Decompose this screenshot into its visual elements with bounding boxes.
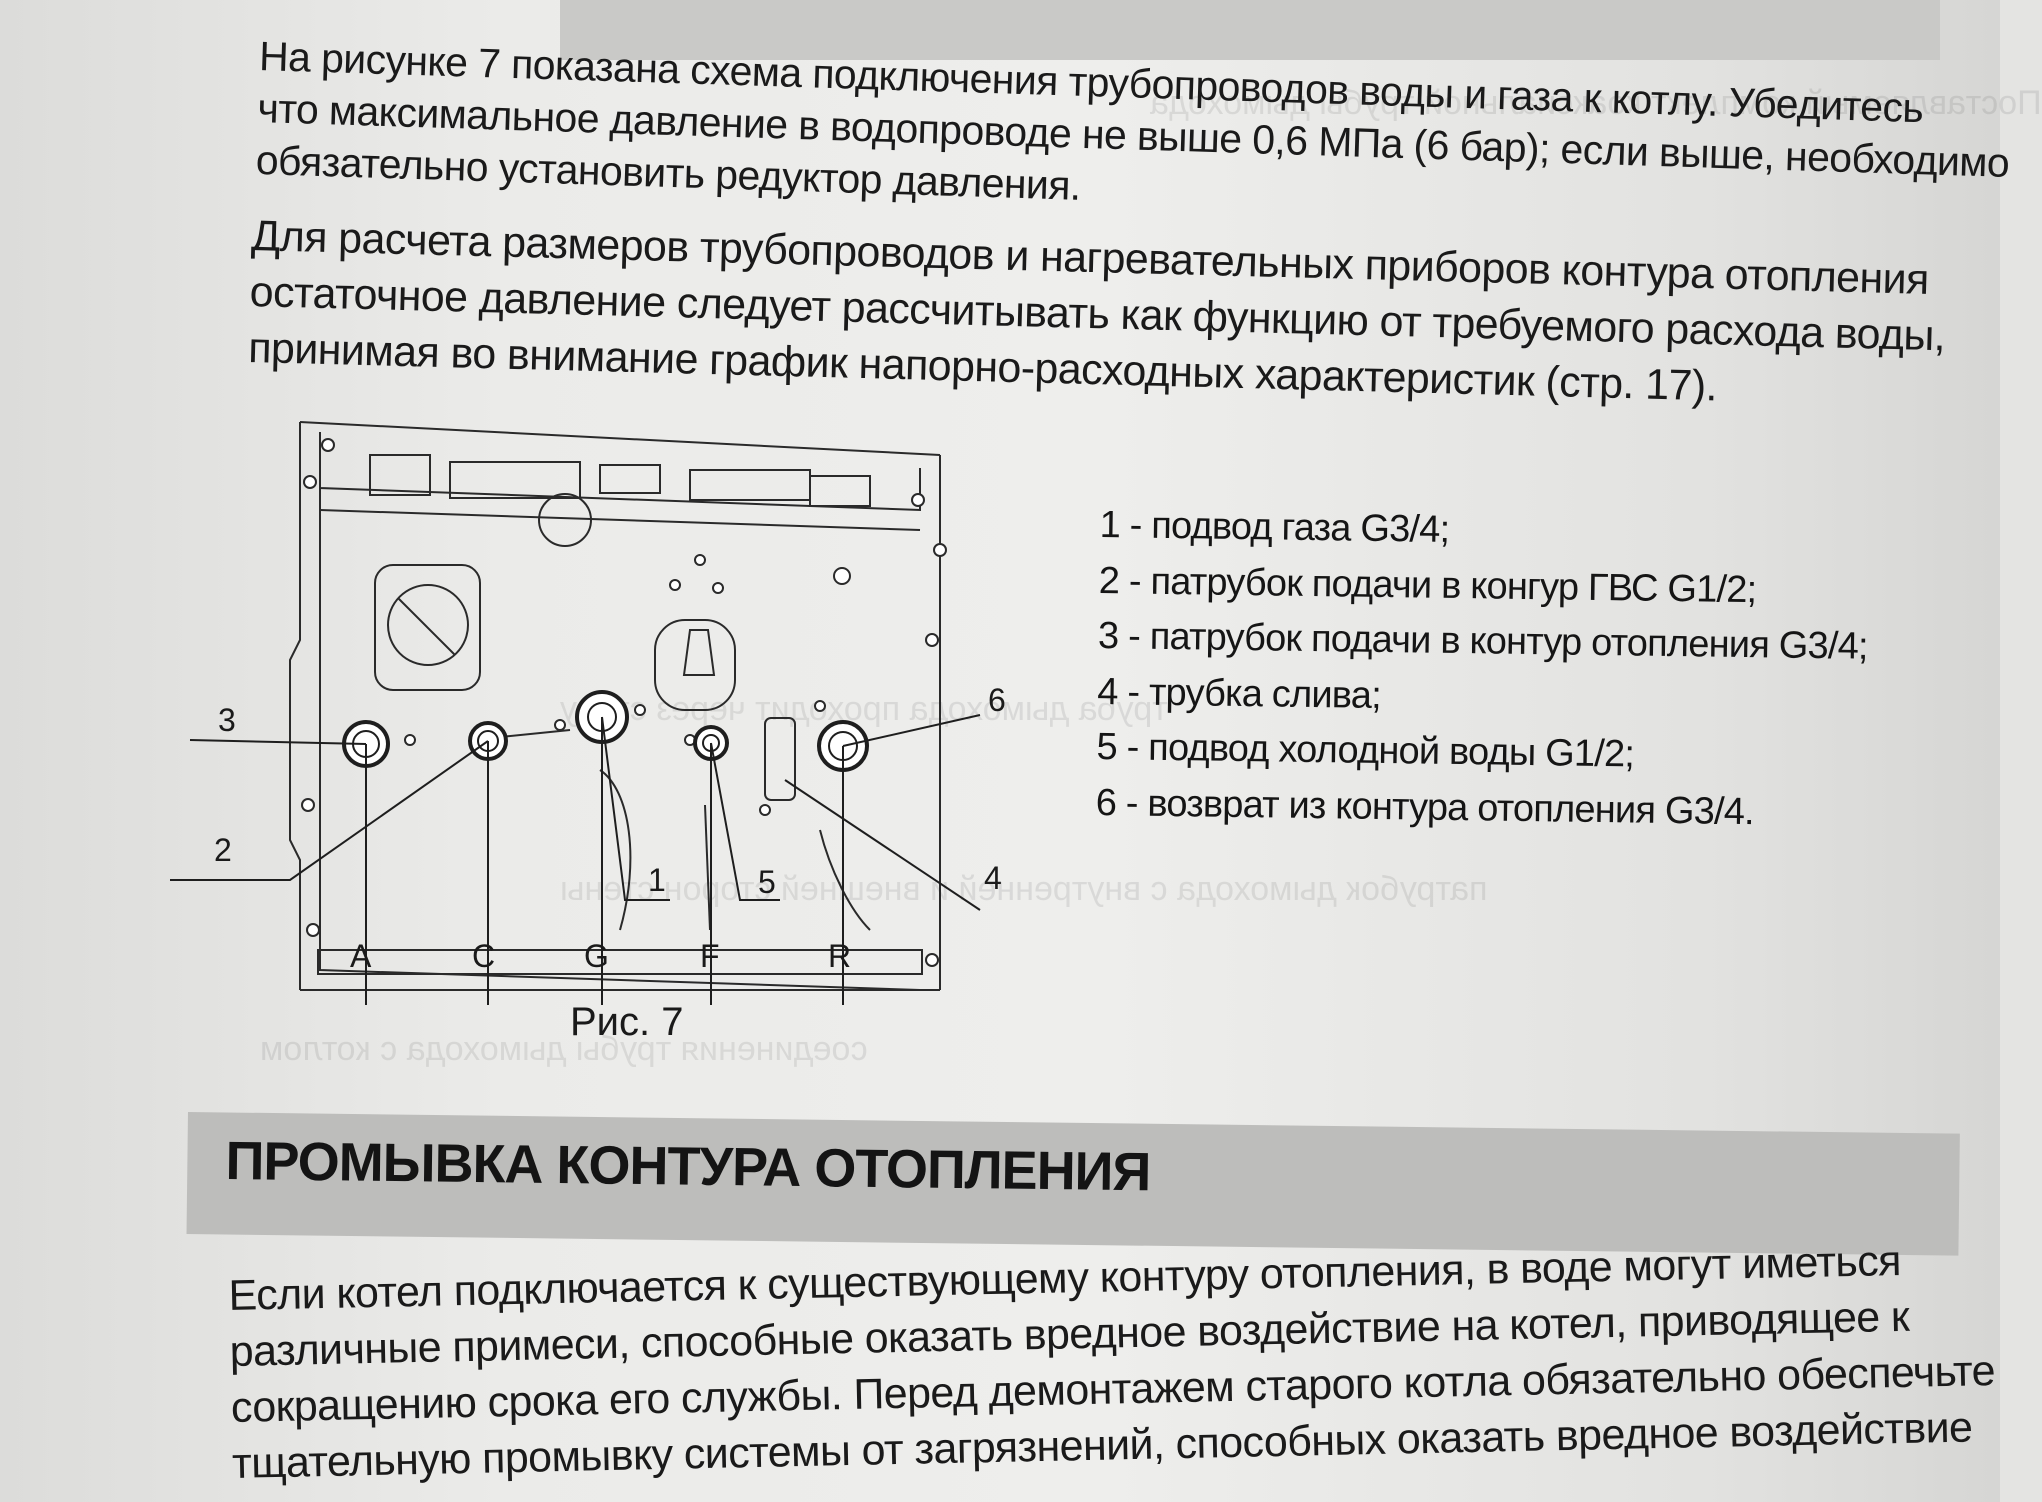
boiler-bottom-view	[170, 421, 981, 1005]
boiler-connection-diagram: 3 2 1 5 4 6 A C G F R	[170, 410, 1030, 1050]
connection-c-label: C	[472, 938, 496, 974]
calculation-paragraph: Для расчета размеров трубопроводов и наг…	[248, 208, 1946, 419]
callout-5-label: 5	[758, 864, 776, 900]
section-title: ПРОМЫВКА КОНТУРА ОТОПЛЕНИЯ	[225, 1130, 1151, 1203]
callout-2-leader	[170, 740, 489, 881]
callout-6-leader	[842, 714, 981, 747]
header-band	[560, 0, 1940, 60]
figure-caption: Рис. 7	[570, 1000, 684, 1044]
callout-6-label: 6	[988, 682, 1006, 718]
callout-4-leader	[784, 779, 981, 911]
connection-r-label: R	[828, 938, 852, 974]
connection-legend: 1 - подвод газа G3/4; 2 - патрубок подач…	[1095, 498, 1960, 844]
callout-1-leader	[601, 716, 670, 901]
callout-5-leader	[710, 742, 780, 901]
legend-item-heating-return: 6 - возврат из контура отопления G3/4.	[1095, 781, 1755, 834]
callout-3-label: 3	[218, 702, 236, 738]
intro-paragraph: На рисунке 7 показана схема подключения …	[255, 30, 2010, 238]
connection-a-label: A	[350, 938, 372, 974]
callout-4-label: 4	[984, 860, 1002, 896]
frame-left-edge	[289, 422, 301, 990]
flushing-paragraph: Если котел подключается к существующему …	[228, 1233, 1995, 1492]
connection-g-label: G	[584, 938, 609, 974]
callout-3-leader	[189, 739, 367, 745]
callout-1-label: 1	[648, 862, 666, 898]
callout-2-label: 2	[214, 832, 232, 868]
connection-f-label: F	[700, 938, 720, 974]
